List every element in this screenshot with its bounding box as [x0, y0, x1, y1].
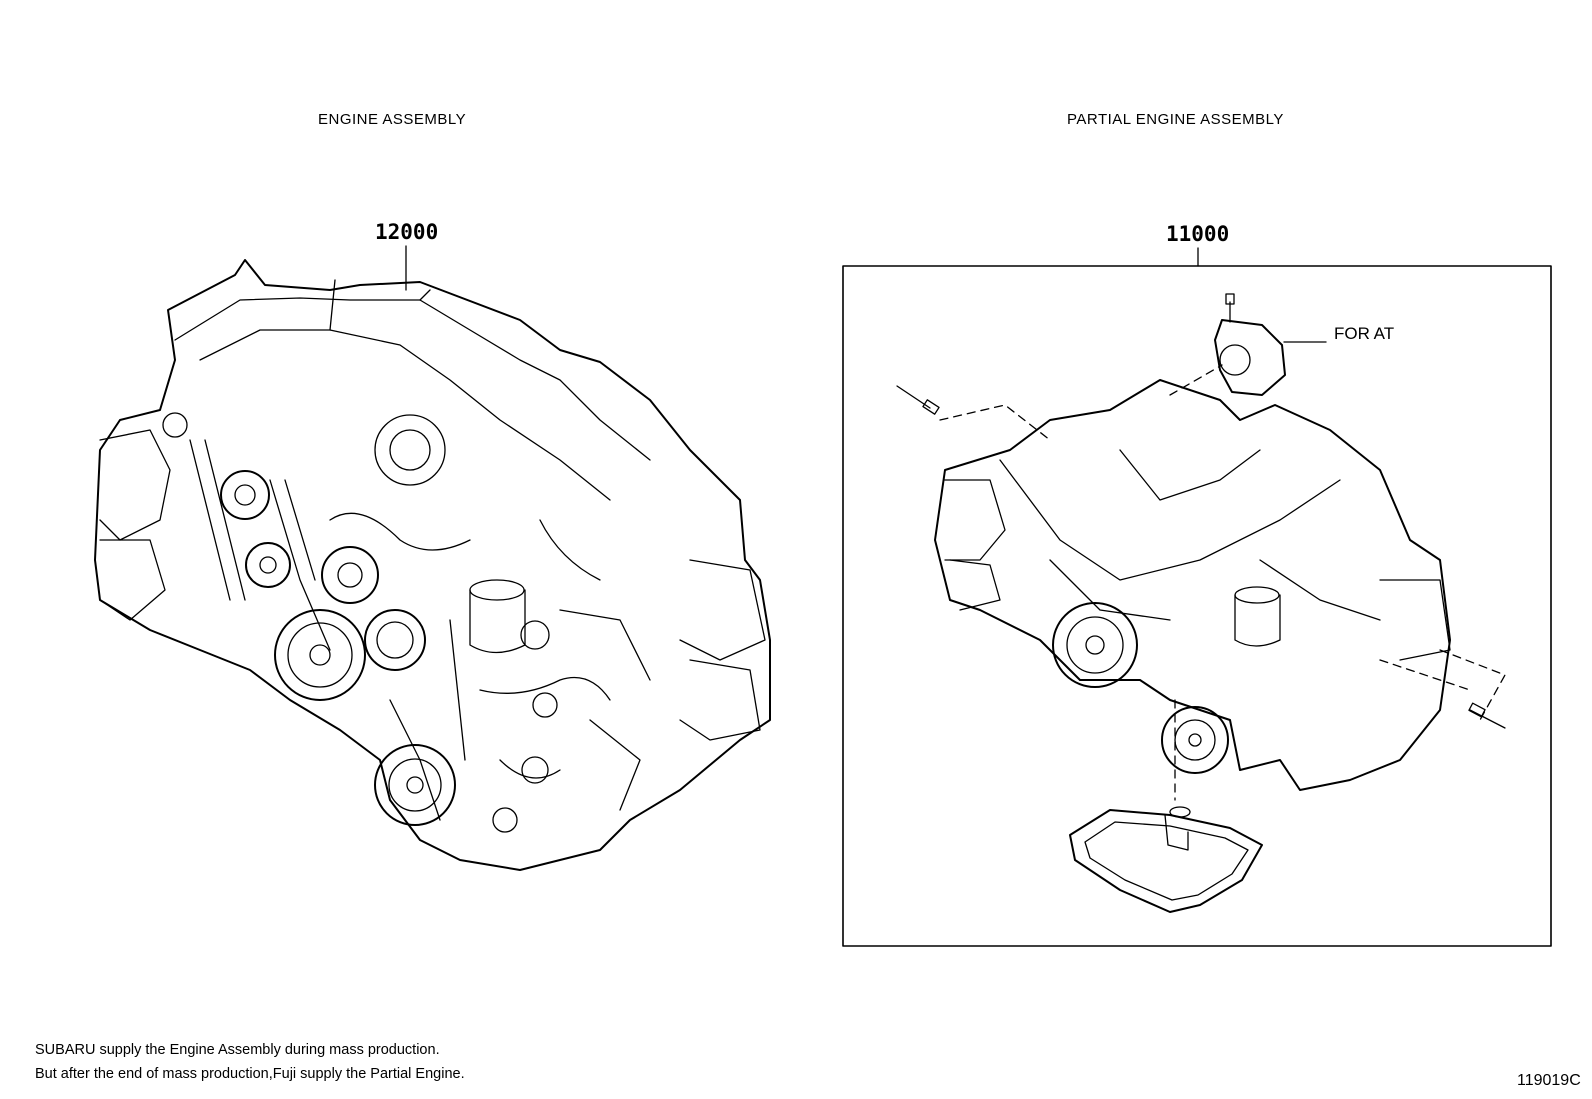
coolant-hose [329, 512, 601, 581]
dashed-line-spark-plug-right [1439, 649, 1506, 721]
part-number-11000[interactable]: 11000 [1166, 222, 1230, 246]
partial-engine-assembly-drawing[interactable] [842, 247, 1552, 947]
oil-pan [1069, 806, 1263, 913]
idler-pulley [321, 546, 379, 604]
cylinder-head-right [679, 559, 766, 661]
diagram-id: 119019C [1517, 1072, 1581, 1089]
pulley-small [245, 542, 291, 588]
note-line-2: But after the end of mass production,Fuj… [35, 1066, 465, 1082]
partial-cylinder-head-left [944, 479, 1006, 561]
partial-water-pump-pulley [1161, 706, 1229, 774]
partial-oil-filter [1234, 594, 1281, 647]
tensioner-pulley [220, 470, 270, 520]
engine-assembly-drawing[interactable] [94, 245, 771, 871]
partial-cylinder-head-right [1379, 579, 1451, 661]
throttle-body [374, 414, 446, 486]
crank-pulley [274, 609, 366, 701]
intake-manifold [174, 297, 651, 461]
alternator-pulley [364, 609, 426, 671]
for-at-callout: FOR AT [1334, 324, 1395, 343]
partial-engine-outline [934, 379, 1451, 791]
drive-belt [189, 439, 246, 601]
water-pump-pulley [374, 744, 456, 826]
dashed-line-spark-plug-left [939, 404, 1051, 441]
spark-plug-left [896, 385, 940, 415]
engine-outline [94, 259, 771, 871]
note-line-1: SUBARU supply the Engine Assembly during… [35, 1042, 440, 1058]
partial-engine-assembly-title: PARTIAL ENGINE ASSEMBLY [1067, 111, 1284, 128]
engine-assembly-title: ENGINE ASSEMBLY [318, 111, 467, 128]
cylinder-head-left [99, 429, 171, 541]
vacuum-pump-for-at [1214, 293, 1286, 396]
partial-engine-frame [842, 265, 1552, 947]
dashed-line-vacuum-pump [1169, 364, 1223, 396]
part-number-12000[interactable]: 12000 [375, 220, 439, 244]
partial-crank-pulley [1052, 602, 1138, 688]
